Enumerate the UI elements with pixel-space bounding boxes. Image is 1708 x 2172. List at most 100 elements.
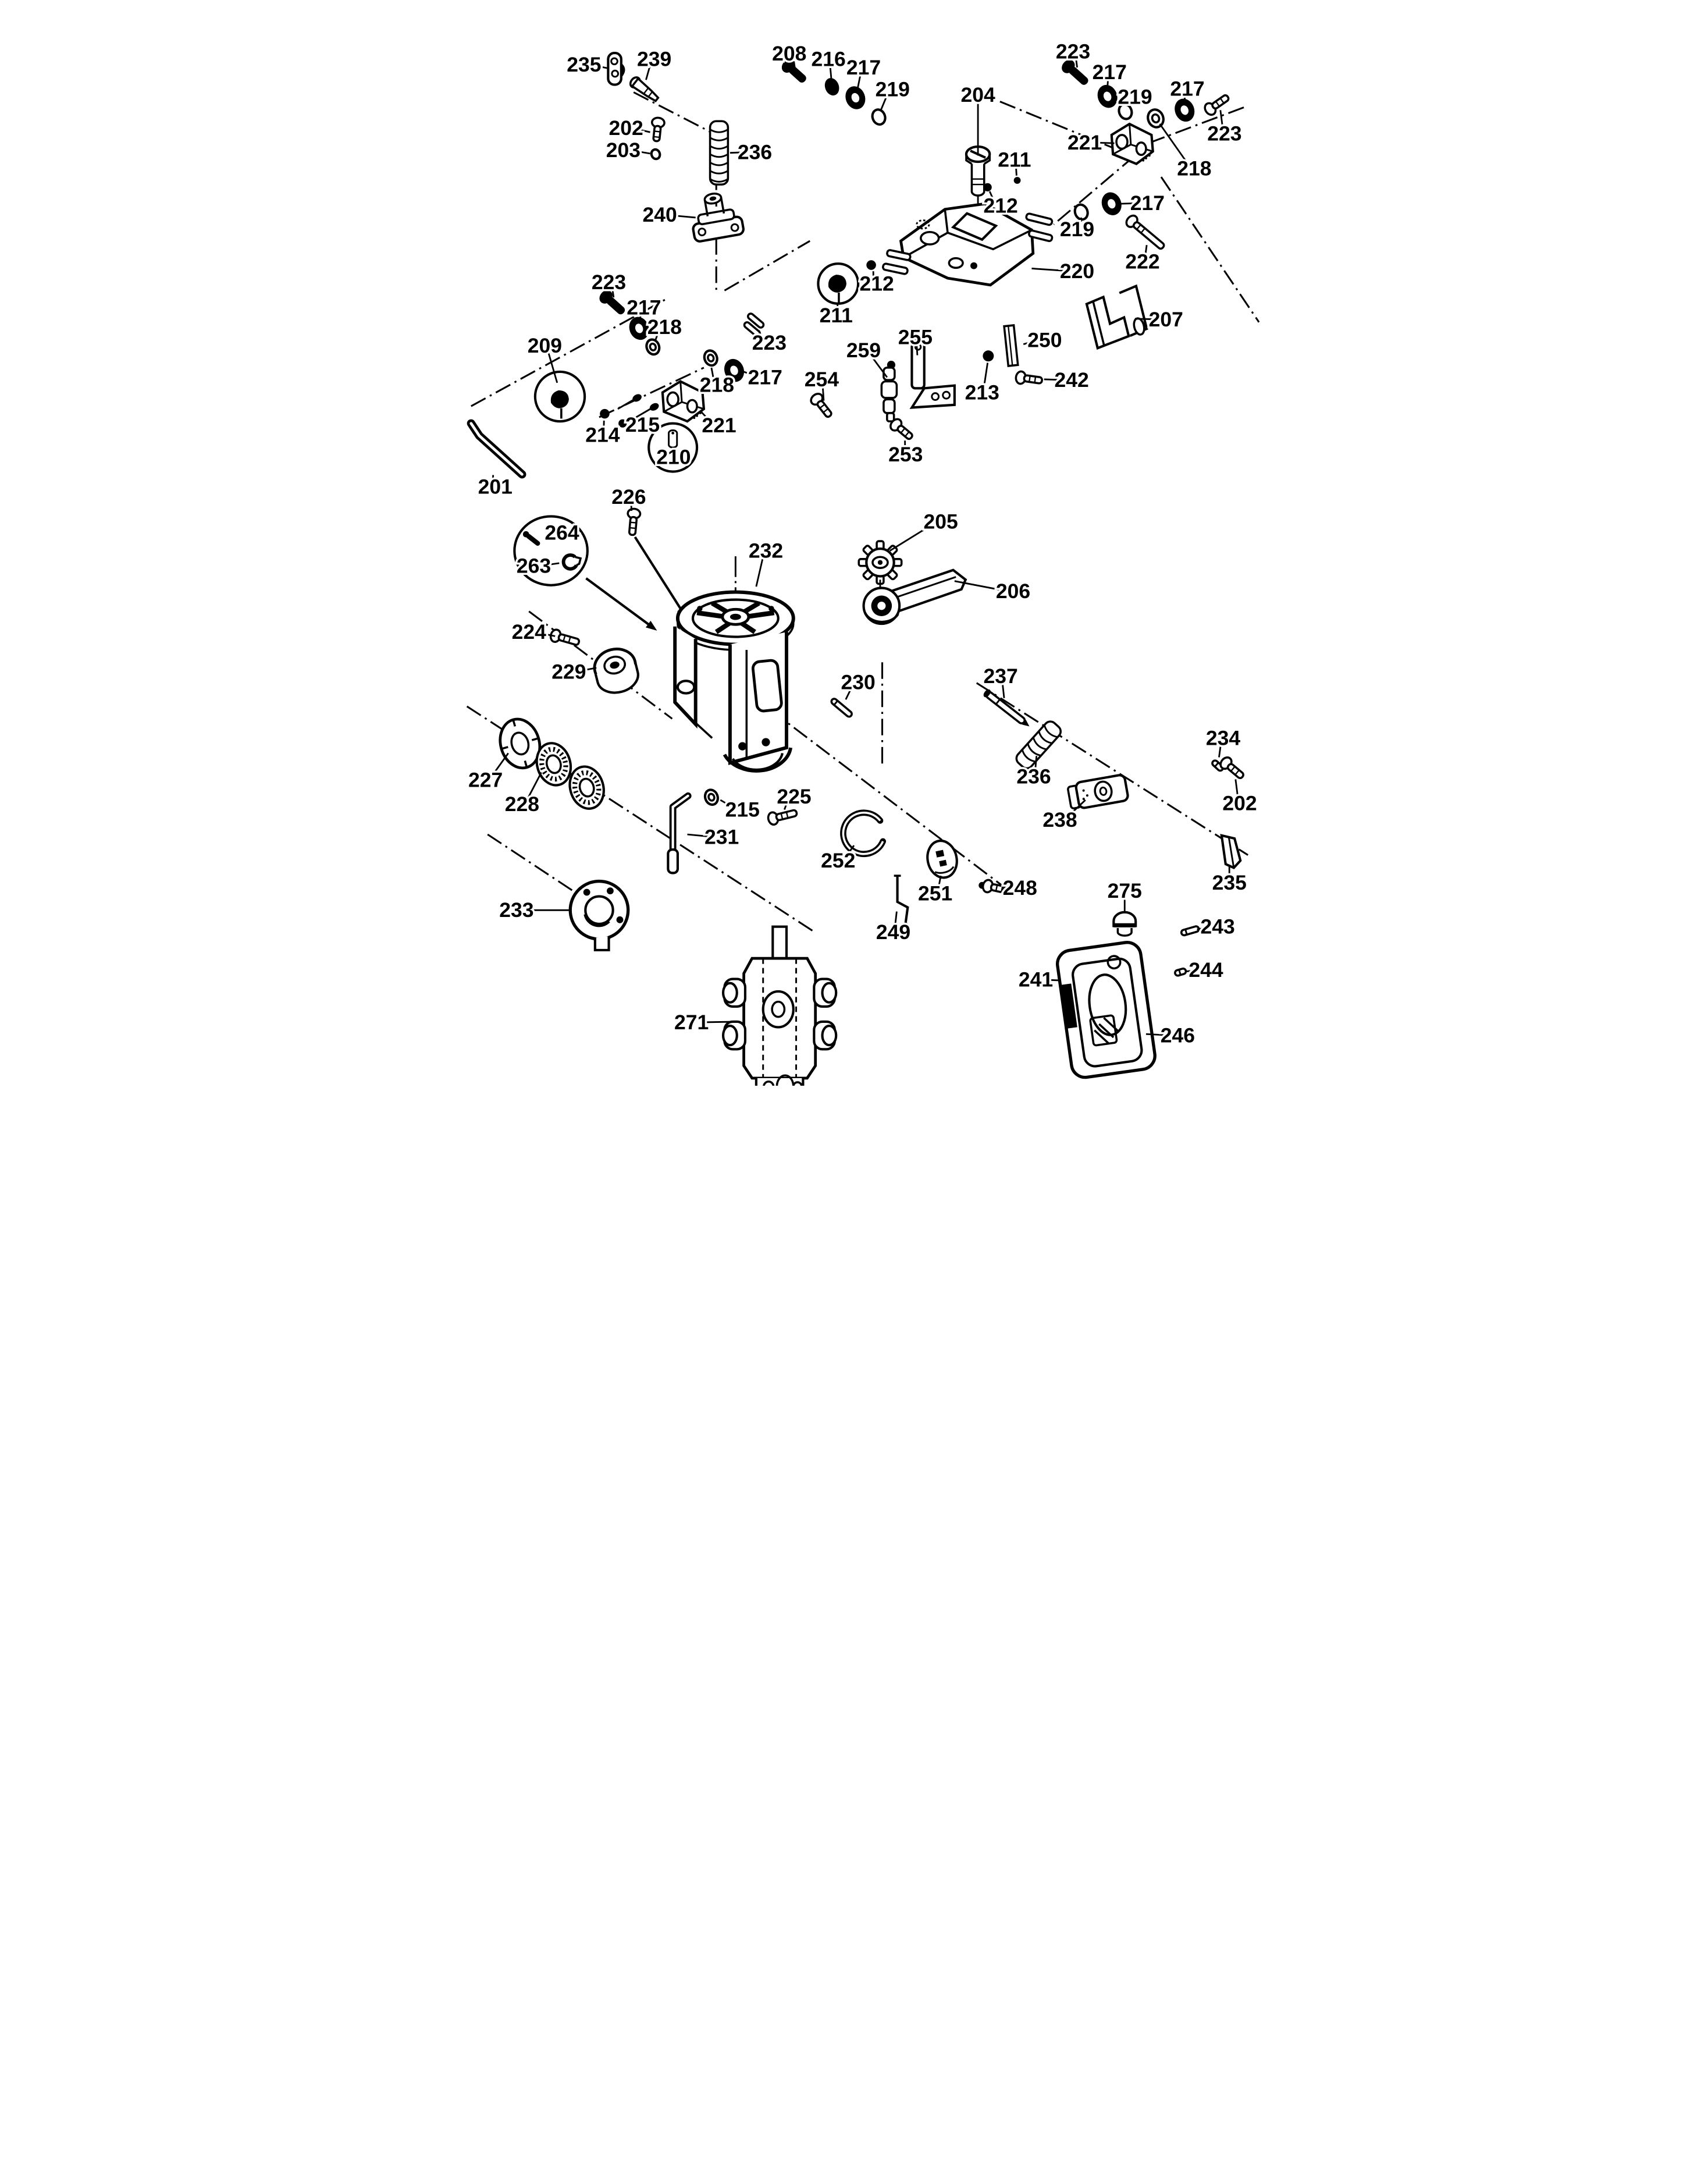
part-blob	[828, 275, 846, 303]
callout-207: 207	[1149, 308, 1183, 331]
callout-leader-223	[611, 290, 615, 298]
callout-leader-228	[528, 772, 542, 798]
callout-237: 237	[984, 664, 1018, 688]
part-dot	[983, 350, 994, 362]
callout-leader-238	[1069, 799, 1086, 816]
callout-219: 219	[876, 78, 910, 101]
part-dot	[600, 408, 610, 419]
callout-239: 239	[637, 48, 671, 71]
part-screw	[1219, 756, 1244, 780]
part-spring	[1015, 720, 1062, 770]
callout-235: 235	[1212, 871, 1247, 894]
part-blackring	[724, 358, 745, 382]
callout-223: 223	[1056, 40, 1090, 63]
part-screw	[767, 809, 798, 826]
callout-leader-259	[871, 356, 888, 378]
callout-leader-234	[1218, 746, 1222, 758]
callout-leader-220	[1031, 268, 1065, 272]
part-wire249	[894, 875, 909, 927]
assembly-axis-line	[599, 367, 704, 418]
part-hexkey	[467, 419, 526, 479]
part-blackwasher	[824, 78, 839, 96]
part-screw	[889, 418, 913, 440]
callout-leader-202	[1234, 779, 1239, 796]
part-strip	[1003, 324, 1019, 367]
callout-210: 210	[656, 446, 691, 469]
part-circle	[817, 262, 860, 305]
callout-214: 214	[585, 424, 620, 447]
callout-217: 217	[748, 365, 782, 389]
callout-219: 219	[1060, 218, 1094, 241]
callout-232: 232	[749, 539, 783, 562]
callout-leader-225	[784, 802, 788, 810]
callout-209: 209	[528, 334, 562, 357]
part-bracket255	[909, 339, 956, 409]
part-cover246	[1056, 941, 1157, 1079]
callout-222: 222	[1125, 250, 1159, 273]
part-flange233	[568, 879, 630, 951]
callout-218: 218	[700, 373, 734, 396]
part-block221	[1110, 122, 1154, 165]
callout-253: 253	[888, 443, 923, 466]
callout-leader-208	[793, 61, 796, 68]
callout-leader-222	[1144, 245, 1148, 254]
callout-206: 206	[996, 580, 1030, 603]
callout-205: 205	[924, 510, 958, 534]
callout-248: 248	[1003, 876, 1037, 900]
assembly-axis-line	[633, 91, 717, 136]
callout-252: 252	[821, 849, 855, 872]
callout-244: 244	[1189, 958, 1223, 982]
part-screw	[810, 393, 832, 418]
callout-202: 202	[609, 116, 643, 140]
callout-238: 238	[1042, 808, 1077, 831]
callout-221: 221	[702, 414, 736, 437]
assembly-axis-line	[973, 90, 1119, 151]
part-screw	[1015, 370, 1043, 385]
callout-223: 223	[752, 331, 787, 354]
callout-leader-215	[720, 799, 732, 808]
part-oring	[1073, 203, 1089, 221]
part-blackring	[1175, 98, 1195, 122]
callout-201: 201	[478, 475, 513, 498]
callout-leader-236	[730, 151, 743, 154]
callout-215: 215	[625, 413, 660, 436]
part-pin	[830, 698, 853, 718]
callout-leader-211	[1015, 168, 1017, 176]
callout-leader-248	[1002, 886, 1008, 889]
callout-251: 251	[918, 882, 952, 905]
assembly-axis-line	[976, 682, 1248, 856]
part-manifold	[882, 202, 1054, 287]
callout-217: 217	[1093, 61, 1127, 84]
pointer-arrow	[585, 577, 657, 631]
callout-leader-264	[543, 534, 551, 539]
part-dot	[983, 183, 992, 191]
part-pin	[1211, 759, 1224, 772]
callout-leader-223	[1219, 110, 1223, 126]
callout-213: 213	[965, 381, 999, 404]
callout-254: 254	[805, 368, 839, 391]
part-spring	[709, 120, 730, 186]
callout-leader-203	[635, 150, 650, 155]
callout-leader-231	[687, 833, 710, 838]
part-circle	[533, 370, 586, 423]
callout-231: 231	[704, 826, 739, 849]
part-blob	[550, 390, 569, 419]
callout-leader-224	[540, 632, 556, 637]
callout-leader-246	[1145, 1033, 1166, 1036]
callout-leader-235	[596, 65, 608, 69]
part-blackring	[845, 86, 866, 109]
callout-230: 230	[841, 670, 875, 694]
callout-255: 255	[898, 326, 933, 349]
callout-233: 233	[499, 898, 533, 922]
callout-208: 208	[772, 42, 806, 65]
callout-249: 249	[876, 920, 910, 944]
callout-leader-250	[1023, 340, 1033, 345]
callout-234: 234	[1206, 726, 1241, 749]
callout-202: 202	[1222, 792, 1257, 815]
part-screw	[627, 507, 642, 536]
part-dot	[1013, 177, 1021, 184]
callout-219: 219	[1118, 86, 1152, 109]
part-oring	[871, 108, 887, 126]
callout-leader-217	[1118, 202, 1136, 205]
